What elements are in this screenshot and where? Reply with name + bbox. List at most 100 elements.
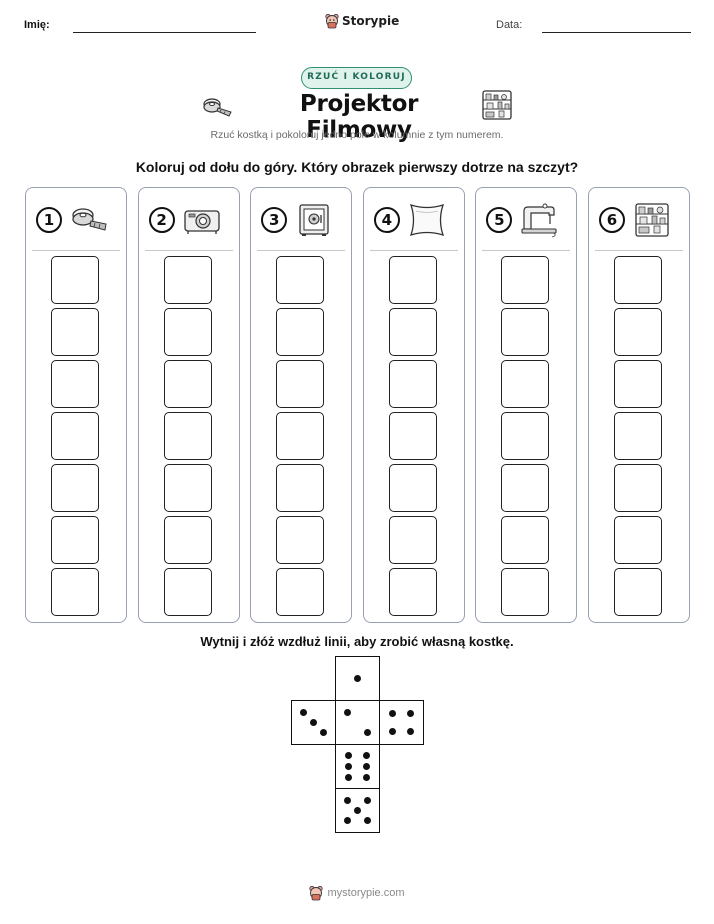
- footer-url[interactable]: mystorypie.com: [327, 887, 405, 899]
- column-divider: [482, 250, 571, 251]
- color-cell[interactable]: [501, 464, 550, 512]
- die-pip: [364, 817, 371, 824]
- color-cell[interactable]: [276, 256, 325, 304]
- color-cell[interactable]: [501, 308, 550, 356]
- column-1: 1: [25, 187, 127, 623]
- column-2: 2: [137, 187, 240, 623]
- die-pip: [363, 763, 370, 770]
- column-divider: [369, 250, 458, 251]
- date-label: Data:: [496, 19, 523, 31]
- color-cell[interactable]: [614, 464, 662, 512]
- color-cell[interactable]: [614, 256, 662, 304]
- color-cell[interactable]: [501, 360, 550, 408]
- die-pip: [354, 675, 361, 682]
- die-pip: [300, 709, 307, 716]
- film-reel-icon: [72, 208, 107, 231]
- color-cell[interactable]: [388, 464, 437, 512]
- color-cell[interactable]: [614, 412, 662, 460]
- brand-name: Storypie: [342, 14, 400, 28]
- color-cell[interactable]: [51, 516, 99, 564]
- color-cell[interactable]: [614, 516, 662, 564]
- color-cell[interactable]: [614, 568, 662, 616]
- color-cell[interactable]: [388, 568, 437, 616]
- color-cell[interactable]: [51, 256, 99, 304]
- die-pip: [354, 807, 361, 814]
- color-cell[interactable]: [614, 360, 662, 408]
- die-face-5: [335, 788, 380, 833]
- column-number: 5: [486, 207, 513, 233]
- die-pip: [363, 752, 370, 759]
- dice-columns: 1 2: [25, 187, 690, 623]
- column-divider: [144, 250, 233, 251]
- color-cell[interactable]: [388, 360, 437, 408]
- footer: mystorypie.com: [0, 885, 714, 901]
- safe-icon: [299, 204, 329, 236]
- color-cell[interactable]: [276, 464, 325, 512]
- color-cell[interactable]: [51, 360, 99, 408]
- sewing-machine-icon: [521, 203, 557, 238]
- die-face-6: [335, 744, 380, 789]
- die-pip: [389, 728, 396, 735]
- projector-icon: [183, 210, 220, 234]
- name-field-line[interactable]: [73, 32, 256, 33]
- color-cell[interactable]: [51, 412, 99, 460]
- page-title: Projektor Filmowy: [299, 91, 419, 143]
- die-pip: [364, 797, 371, 804]
- color-cell[interactable]: [276, 568, 325, 616]
- column-3: 3: [250, 187, 353, 623]
- die-pip: [363, 774, 370, 781]
- column-number: 2: [148, 207, 175, 233]
- color-cell[interactable]: [163, 360, 212, 408]
- color-cell[interactable]: [51, 464, 99, 512]
- color-cell[interactable]: [388, 516, 437, 564]
- pillow-icon: [409, 204, 444, 236]
- color-cell[interactable]: [51, 308, 99, 356]
- column-divider: [32, 250, 120, 251]
- color-cell[interactable]: [501, 516, 550, 564]
- color-cell[interactable]: [276, 308, 325, 356]
- column-number: 3: [261, 207, 288, 233]
- color-cell[interactable]: [163, 516, 212, 564]
- brand-logo: Storypie: [325, 13, 399, 29]
- color-cell[interactable]: [501, 412, 550, 460]
- die-pip: [364, 729, 371, 736]
- film-reel-icon: [203, 98, 232, 117]
- color-cell[interactable]: [276, 516, 325, 564]
- die-face-1: [335, 656, 380, 701]
- die-pip: [407, 728, 414, 735]
- die-pip: [345, 763, 352, 770]
- die-pip: [345, 774, 352, 781]
- color-cell[interactable]: [614, 308, 662, 356]
- color-cell[interactable]: [388, 412, 437, 460]
- die-pip: [344, 797, 351, 804]
- color-cell[interactable]: [163, 412, 212, 460]
- color-cell[interactable]: [163, 464, 212, 512]
- date-field-line[interactable]: [542, 32, 691, 33]
- color-cell[interactable]: [501, 256, 550, 304]
- color-cell[interactable]: [51, 568, 99, 616]
- subtitle: Rzuć kostką i pokoloruj jedno pole w kol…: [210, 129, 504, 141]
- color-cell[interactable]: [276, 412, 325, 460]
- color-cell[interactable]: [163, 568, 212, 616]
- color-cell[interactable]: [163, 256, 212, 304]
- storypie-mascot-icon: [325, 13, 339, 29]
- column-number: 1: [36, 207, 62, 233]
- die-pip: [344, 817, 351, 824]
- color-cell[interactable]: [501, 568, 550, 616]
- color-cell[interactable]: [163, 308, 212, 356]
- die-face-4: [379, 700, 424, 745]
- die-face-3: [291, 700, 336, 745]
- column-divider: [257, 250, 346, 251]
- name-label: Imię:: [24, 19, 50, 31]
- die-pip: [320, 729, 327, 736]
- die-pip: [310, 719, 317, 726]
- color-cell[interactable]: [388, 256, 437, 304]
- color-cell[interactable]: [276, 360, 325, 408]
- instruction: Koloruj od dołu do góry. Który obrazek p…: [135, 159, 579, 175]
- die-pip: [345, 752, 352, 759]
- column-4: 4: [362, 187, 465, 623]
- shelf-icon: [482, 90, 512, 120]
- column-5: 5: [475, 187, 578, 623]
- storypie-mascot-icon: [309, 885, 324, 901]
- color-cell[interactable]: [388, 308, 437, 356]
